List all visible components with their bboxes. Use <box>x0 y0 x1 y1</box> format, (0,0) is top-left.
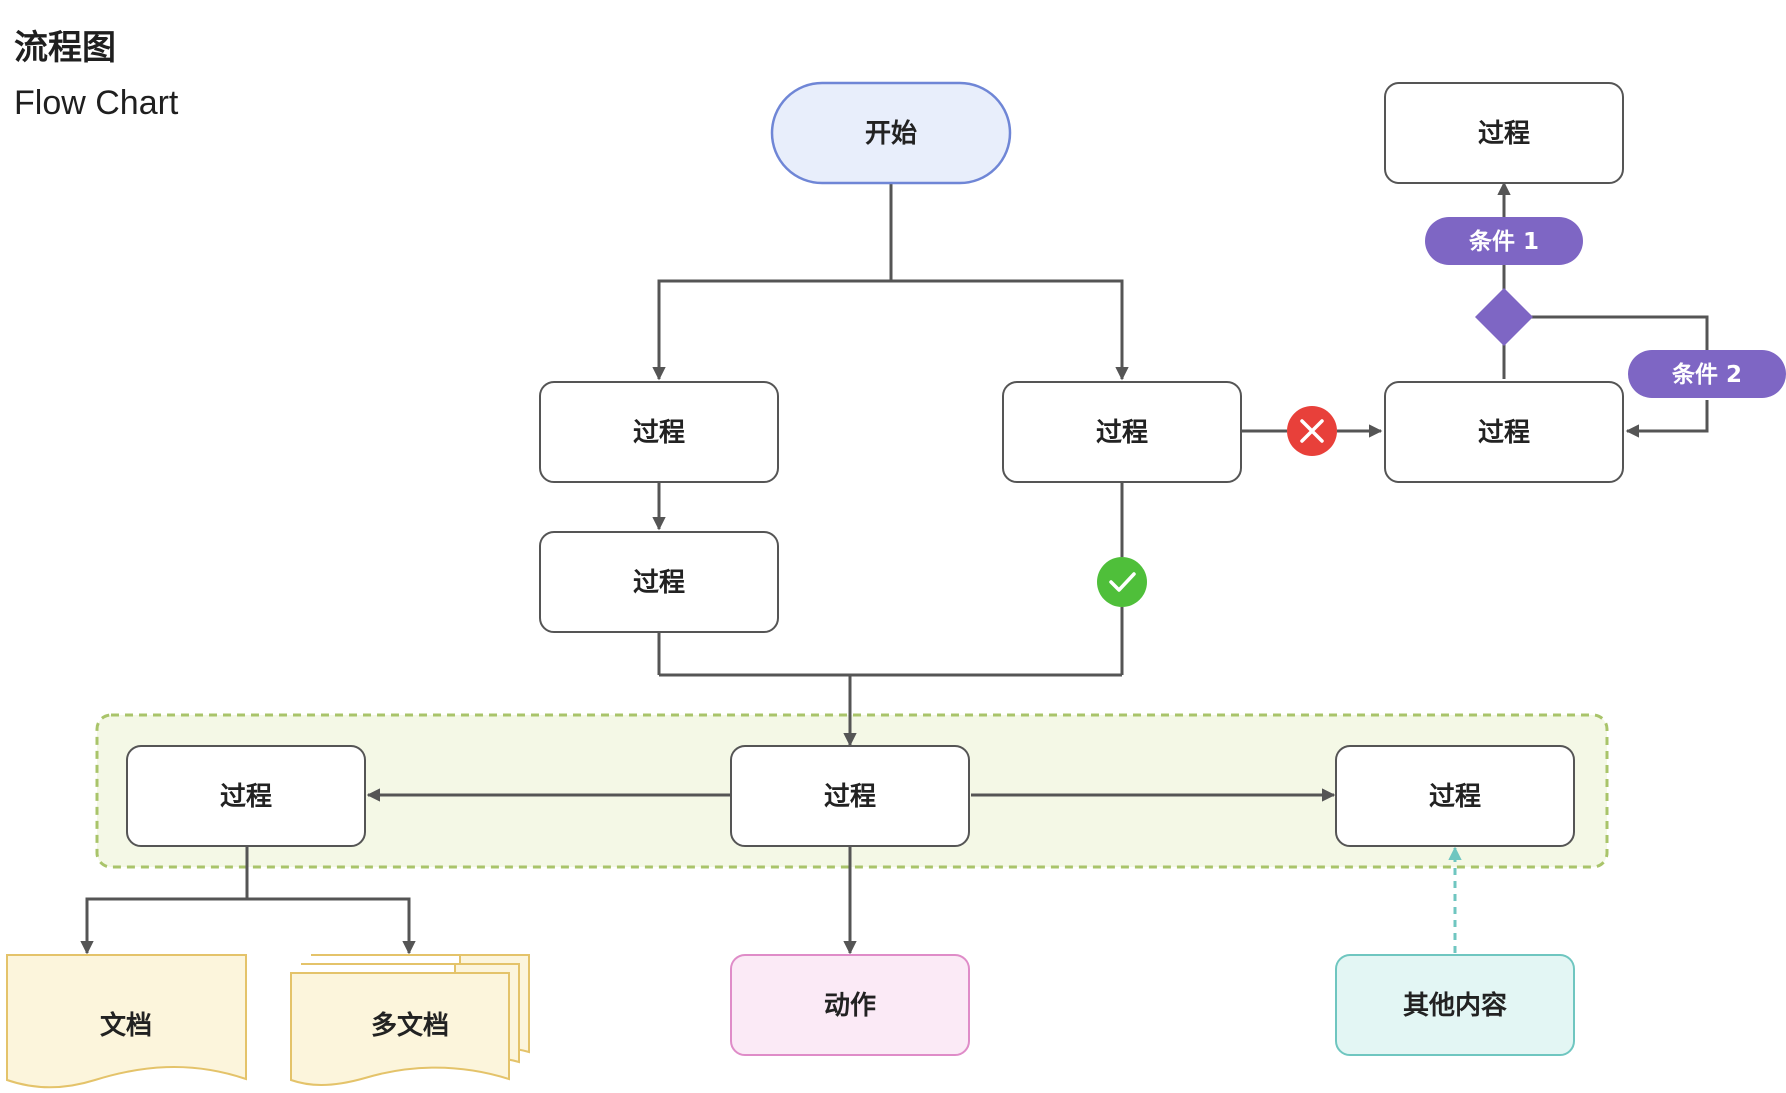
process-node-group-center[interactable]: 过程 <box>730 745 970 847</box>
connector-to-multidoc <box>247 897 416 955</box>
multi-document-label: 多文档 <box>371 1010 449 1041</box>
process-node-group-right[interactable]: 过程 <box>1335 745 1575 847</box>
page-title: 流程图 <box>14 28 116 68</box>
process-label: 过程 <box>1478 418 1530 448</box>
condition-1-badge: 条件 1 <box>1425 217 1583 265</box>
connector-split-right <box>891 279 1129 381</box>
start-node[interactable]: 开始 <box>770 81 1012 185</box>
connector-to-document <box>80 897 247 955</box>
process-label: 过程 <box>824 782 876 812</box>
process-node-group-left[interactable]: 过程 <box>126 745 366 847</box>
process-node-right[interactable]: 过程 <box>1002 381 1242 483</box>
multi-document-node[interactable]: 多文档 <box>290 954 530 1086</box>
process-label: 过程 <box>1096 418 1148 448</box>
x-icon <box>1287 406 1337 456</box>
process-label: 过程 <box>633 568 685 598</box>
process-label: 过程 <box>1429 782 1481 812</box>
process-node-top-right[interactable]: 过程 <box>1384 82 1624 184</box>
other-content-node[interactable]: 其他内容 <box>1335 954 1575 1056</box>
process-label: 过程 <box>220 782 272 812</box>
process-node-far-right[interactable]: 过程 <box>1384 381 1624 483</box>
process-label: 过程 <box>1478 119 1530 149</box>
check-icon <box>1097 557 1147 607</box>
other-content-label: 其他内容 <box>1403 990 1507 1021</box>
connectors <box>80 181 1709 955</box>
connector-cond2-to-farright <box>1625 400 1709 438</box>
start-node-label: 开始 <box>865 119 917 149</box>
condition-2-label: 条件 2 <box>1672 361 1742 388</box>
condition-2-badge: 条件 2 <box>1628 350 1786 398</box>
condition-1-label: 条件 1 <box>1469 228 1539 255</box>
process-node-left-2[interactable]: 过程 <box>539 531 779 633</box>
action-node[interactable]: 动作 <box>730 954 970 1056</box>
diamond-icon <box>1475 288 1533 346</box>
document-label: 文档 <box>100 1010 152 1041</box>
process-label: 过程 <box>633 418 685 448</box>
process-node-left-1[interactable]: 过程 <box>539 381 779 483</box>
connector-diamond-to-cond2 <box>1529 315 1709 350</box>
action-label: 动作 <box>824 991 876 1021</box>
page-subtitle: Flow Chart <box>14 84 179 122</box>
connector-split-left <box>652 279 891 381</box>
document-node[interactable]: 文档 <box>6 954 247 1089</box>
